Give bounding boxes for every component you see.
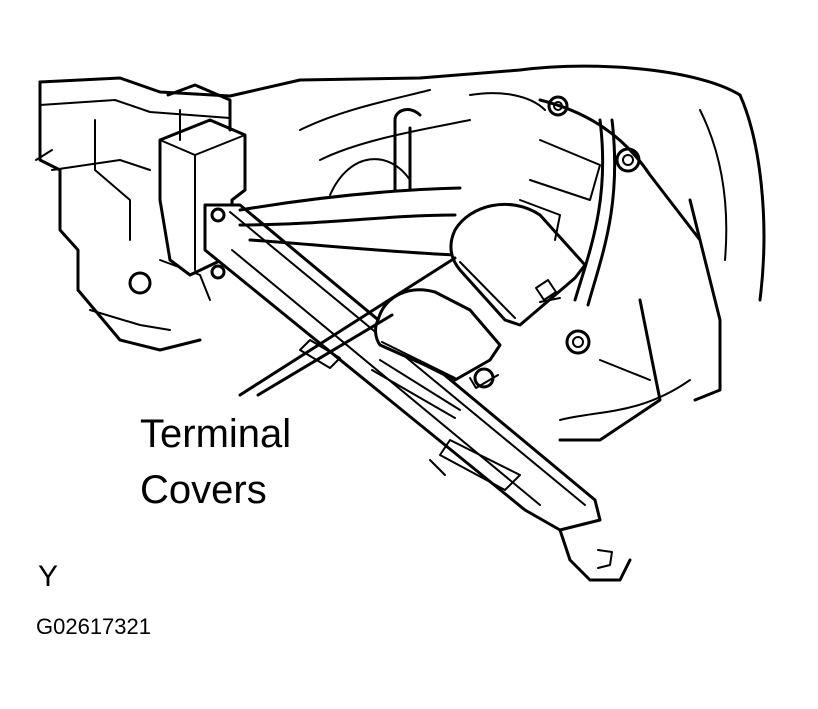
figure-code: G02617321 [36,614,151,639]
view-letter: Y [38,560,59,593]
terminal-cover-upper [449,202,587,327]
wire-harness [238,89,471,257]
leader-lines [238,256,457,397]
body-panel [35,68,522,352]
callout-label-covers: Covers [140,468,267,512]
right-structure [469,64,766,442]
callout-label-terminal: Terminal [140,412,292,456]
mounting-rail [203,203,632,582]
